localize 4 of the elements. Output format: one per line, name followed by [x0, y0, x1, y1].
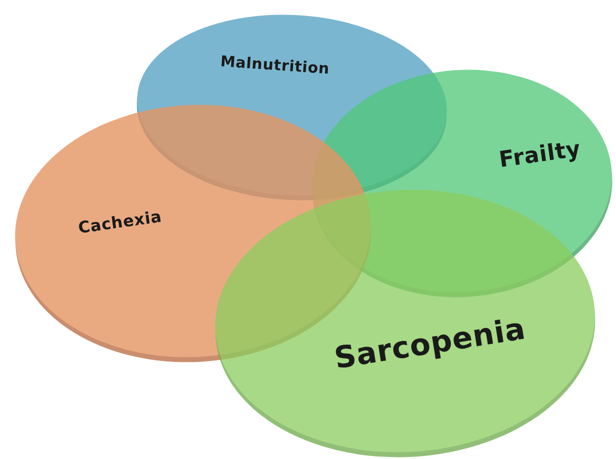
ellipse-label: Malnutrition: [220, 52, 330, 78]
ellipse-label: Sarcopenia: [332, 312, 528, 376]
ellipse-label: Frailty: [498, 136, 582, 174]
ellipse-label: Cachexia: [77, 206, 163, 238]
